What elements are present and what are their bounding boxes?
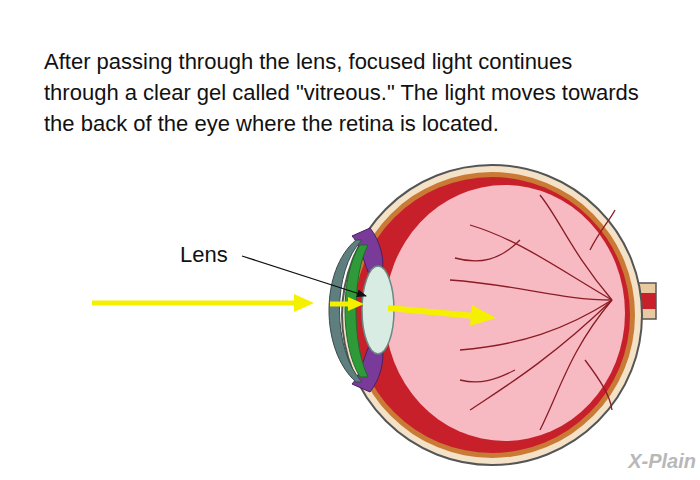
retina-layer	[354, 177, 630, 453]
part-label: Lens	[180, 242, 228, 268]
sclera	[342, 165, 642, 465]
retinal-vessels	[450, 195, 615, 430]
light-ray	[92, 294, 496, 326]
choroid	[349, 172, 635, 458]
watermark: X-Plain	[628, 449, 696, 473]
leader-line	[242, 256, 366, 296]
vitreous	[385, 185, 625, 441]
heading-text: After passing through the lens, focused …	[44, 46, 644, 139]
